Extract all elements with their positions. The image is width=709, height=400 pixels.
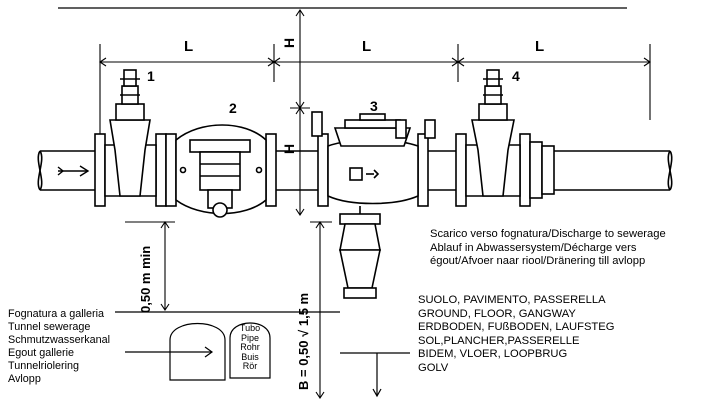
sewer-label: Schmutzwasserkanal (8, 334, 111, 346)
ground-label: ERDBODEN, FUßBODEN, LAUFSTEG (418, 321, 615, 334)
discharge-note: Scarico verso fognatura/Discharge to sew… (430, 228, 666, 269)
ground-label: SUOLO, PAVIMENTO, PASSERELLA (418, 294, 606, 306)
flange (165, 133, 177, 207)
dimension-min-height: 0,50 m min (138, 245, 153, 313)
pipe-label: Pipe (240, 332, 259, 343)
flange (94, 133, 106, 207)
discharge-note-line: Ablauf in Abwassersystem/Décharge vers (430, 241, 637, 254)
backflow-preventer-3 (311, 111, 456, 299)
ground-label: SOL,PLANCHER,PASSERELLE (418, 334, 580, 347)
dimension-b-height: B = 0,50 √ 1,5 m (296, 292, 311, 390)
flange (265, 133, 277, 207)
pipe-labels: Tubo Pipe Rohr Buis Rör (232, 323, 268, 372)
gate-valve-1 (104, 69, 157, 197)
ground-reference (340, 352, 410, 398)
pipe-label: Tubo (239, 323, 261, 333)
flange (317, 133, 329, 207)
h-dimension-lines (290, 9, 310, 216)
discharge-note-line: Scarico verso fognatura/Discharge to sew… (430, 228, 666, 240)
sewer-label: Egout gallerie (8, 347, 75, 359)
ground-labels: SUOLO, PAVIMENTO, PASSERELLA GROUND, FLO… (418, 294, 614, 376)
pipe-label: Rohr (240, 342, 260, 352)
flow-arrow (57, 165, 90, 177)
discharge-note-line: égout/Afvoer naar riool/Dränering till a… (430, 255, 646, 268)
sewer-label: Fognatura a galleria (8, 308, 105, 320)
sewer-labels: Fognatura a galleria Tunnel sewerage Sch… (8, 308, 110, 386)
min-height-dimension (125, 221, 175, 311)
sewer-label: Avlopp (8, 373, 41, 385)
dimension-h-mid: H (281, 143, 297, 154)
component-1-label: 1 (147, 68, 155, 84)
dimension-l-center: L (362, 38, 372, 55)
inlet-pipe (37, 150, 95, 191)
ground-label: GOLV (418, 361, 449, 374)
gate-valve-4 (465, 69, 521, 197)
dimension-l-left: L (184, 38, 194, 55)
flange (417, 133, 429, 207)
outlet-pipe (529, 141, 673, 199)
pipe-label: Buis (241, 351, 259, 362)
l-dimension-lines (99, 44, 651, 148)
flange (519, 133, 531, 207)
b-height-dimension (310, 221, 332, 399)
flange (155, 133, 167, 207)
component-4-label: 4 (512, 68, 520, 84)
flange (455, 133, 467, 207)
dimension-h-top: H (281, 37, 297, 48)
ground-label: GROUND, FLOOR, GANGWAY (418, 307, 576, 320)
component-3-label: 3 (370, 98, 378, 114)
sewer-label: Tunnel sewerage (8, 321, 91, 333)
sewer-label: Tunnelriolering (8, 360, 80, 372)
component-2-label: 2 (229, 100, 237, 116)
strainer-2 (175, 124, 267, 218)
pipe-label: Rör (242, 361, 258, 371)
ground-label: BIDEM, VLOER, LOOPBRUG (418, 348, 568, 361)
dimension-l-right: L (535, 38, 545, 55)
sewer-tunnel (115, 311, 340, 381)
